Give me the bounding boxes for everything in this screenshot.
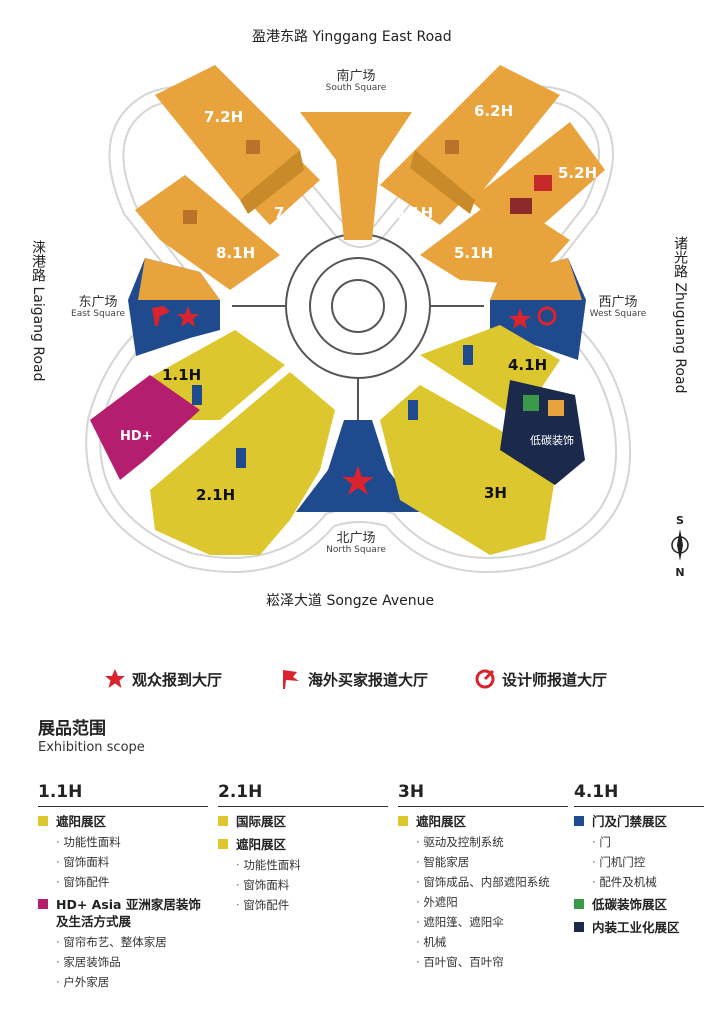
west-designer-icon xyxy=(537,306,557,326)
west-star-icon xyxy=(509,308,531,329)
low-carbon-label: 低碳装饰 xyxy=(530,433,574,447)
road-west: 涞港路 Laigang Road xyxy=(30,240,46,382)
orange-halls xyxy=(135,65,605,290)
legend-overseas: 海外买家报道大厅 xyxy=(280,668,428,690)
hd-asia-zone xyxy=(90,375,200,480)
north-square-star-icon xyxy=(342,466,374,495)
hall-7.2[interactable]: 7.2H xyxy=(204,108,244,126)
hall-4.1[interactable]: 4.1H xyxy=(508,356,548,374)
cimex-logo xyxy=(510,198,532,214)
road-south: 崧泽大道 Songze Avenue xyxy=(266,593,435,609)
hall-7.2-logo xyxy=(246,140,260,154)
scope-col-1.1h: 1.1H 遮阳展区 功能性面料 窗饰面料 窗饰配件 HD+ Asia 亚洲家居装… xyxy=(38,782,208,990)
scope-subtitle: Exhibition scope xyxy=(38,740,145,755)
hall-8.1-logo xyxy=(183,210,197,224)
venue-map: HD+ 低碳装饰 xyxy=(85,65,632,573)
scope-col-4.1h: 4.1H 门及门禁展区 门 门机门控 配件及机械 低碳装饰展区 内装工业化展区 xyxy=(574,782,704,936)
designer-icon xyxy=(475,669,495,689)
road-east: 诸光路 Zhuguang Road xyxy=(672,236,688,394)
hall-1.1[interactable]: 1.1H xyxy=(162,366,202,384)
map-legend: 观众报到大厅 海外买家报道大厅 设计师报道大厅 xyxy=(0,660,720,696)
hall-7.1[interactable]: 7.1H xyxy=(274,204,314,222)
legend-visitor: 观众报到大厅 xyxy=(104,668,222,690)
scope-title: 展品范围 xyxy=(38,719,106,739)
central-plaza xyxy=(232,196,484,420)
scope-col-2.1h: 2.1H 国际展区 遮阳展区 功能性面料 窗饰面料 窗饰配件 xyxy=(218,782,388,913)
compass: S N xyxy=(668,514,692,579)
scope-col-3h: 3H 遮阳展区 驱动及控制系统 智能家居 窗饰成品、内部遮阳系统 外遮阳 遮阳篷… xyxy=(398,782,568,970)
hd-logo: HD+ xyxy=(120,429,153,444)
hall-2.1[interactable]: 2.1H xyxy=(196,486,236,504)
hall-3[interactable]: 3H xyxy=(484,484,507,502)
south-square-shape xyxy=(300,112,412,240)
east-star-icon xyxy=(177,306,199,327)
hall-6.1[interactable]: 6.1H xyxy=(394,204,434,222)
east-flag-icon xyxy=(152,306,170,326)
compass-arrow-icon xyxy=(671,529,689,561)
legend-designer: 设计师报道大厅 xyxy=(474,668,607,690)
hall-5.1[interactable]: 5.1H xyxy=(454,244,494,262)
hall-6.2-logo xyxy=(445,140,459,154)
road-north: 盈港东路 Yinggang East Road xyxy=(252,29,452,45)
hall-5.2[interactable]: 5.2H xyxy=(558,164,598,182)
flag-icon xyxy=(283,670,299,689)
hall-8.1[interactable]: 8.1H xyxy=(216,244,256,262)
star-icon xyxy=(105,669,125,688)
rt-asia-logos xyxy=(192,345,473,468)
hall-6.2[interactable]: 6.2H xyxy=(474,102,514,120)
